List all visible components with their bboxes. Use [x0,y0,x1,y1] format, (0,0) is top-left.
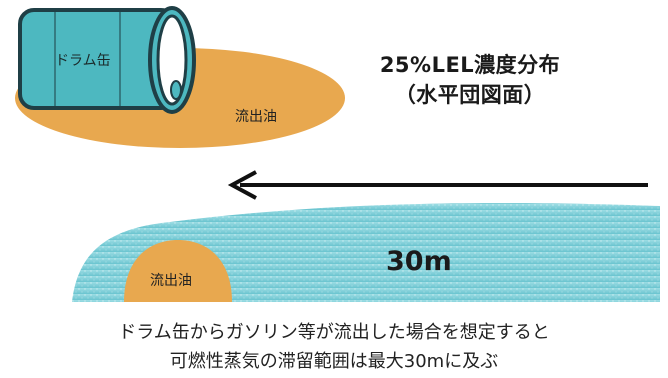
spill-pool-bottom [124,240,232,302]
drum-barrel [18,6,196,114]
spill-label-bottom: 流出油 [150,273,192,289]
drum-label: ドラム缶 [55,53,111,69]
diagram-subtitle: （水平団図面） [394,83,546,107]
caption-line-2: 可燃性蒸気の滞留範囲は最大30mに及ぶ [169,351,499,372]
caption-line-1: ドラム缶からガソリン等が流出した場合を想定すると [118,322,550,343]
spill-label-top: 流出油 [235,109,277,125]
drum-opening [170,80,182,100]
diagram-title: 25%LEL濃度分布 [379,53,561,77]
direction-arrow [227,170,648,200]
distance-label: 30m [386,246,452,277]
